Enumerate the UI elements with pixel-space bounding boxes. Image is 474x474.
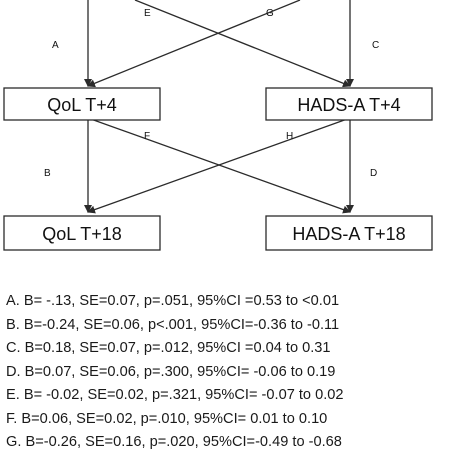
results-list: A. B= -.13, SE=0.07, p=.051, 95%CI =0.53… bbox=[6, 290, 344, 455]
node-hads-t4: HADS-A T+4 bbox=[265, 87, 433, 121]
label-a: A bbox=[52, 40, 59, 51]
edge-g bbox=[87, 0, 301, 88]
result-a: A. B= -.13, SE=0.07, p=.051, 95%CI =0.53… bbox=[6, 293, 340, 309]
edge-e bbox=[134, 0, 351, 88]
label-e: E bbox=[144, 8, 151, 19]
label-d: D bbox=[370, 168, 377, 179]
result-b: B. B=-0.24, SE=0.06, p<.001, 95%CI=-0.36… bbox=[6, 316, 340, 333]
result-g: G. B=-0.26, SE=0.16, p=.020, 95%CI=-0.49… bbox=[6, 434, 342, 450]
label-h: H bbox=[286, 131, 293, 142]
node-qol-t4: QoL T+4 bbox=[3, 87, 161, 121]
label-f: F bbox=[144, 131, 150, 142]
result-c: C. B=0.18, SE=0.07, p=.012, 95%CI =0.04 … bbox=[6, 340, 331, 356]
result-f: F. B=0.06, SE=0.02, p=.010, 95%CI= 0.01 … bbox=[6, 410, 328, 427]
node-hads-t4-label: HADS-A T+4 bbox=[297, 95, 400, 115]
path-diagram: E G A C F H B D QoL T+4 HADS-A T+4 QoL T… bbox=[3, 0, 433, 251]
label-g: G bbox=[266, 8, 274, 19]
label-b: B bbox=[44, 168, 51, 179]
node-hads-t18-label: HADS-A T+18 bbox=[292, 224, 405, 244]
edge-h bbox=[87, 117, 351, 214]
label-c: C bbox=[372, 40, 379, 51]
result-d: D. B=0.07, SE=0.06, p=.300, 95%CI= -0.06… bbox=[6, 363, 336, 380]
node-qol-t4-label: QoL T+4 bbox=[47, 95, 117, 115]
node-qol-t18: QoL T+18 bbox=[3, 215, 161, 251]
node-qol-t18-label: QoL T+18 bbox=[42, 224, 122, 244]
node-hads-t18: HADS-A T+18 bbox=[265, 215, 433, 251]
result-e: E. B= -0.02, SE=0.02, p=.321, 95%CI= -0.… bbox=[6, 387, 344, 403]
